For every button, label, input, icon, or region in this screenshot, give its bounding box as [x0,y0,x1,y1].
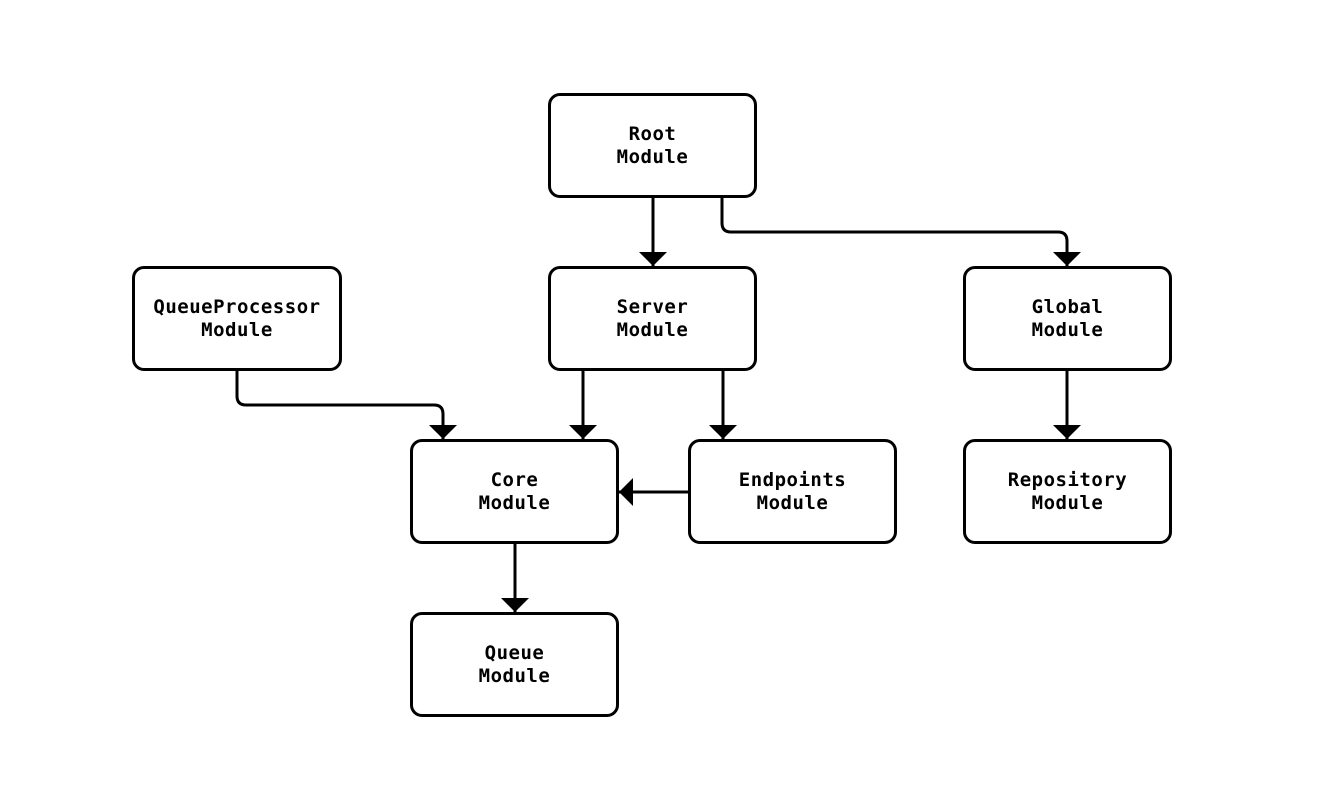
node-global-module: Global Module [963,266,1172,371]
node-label-repository-module: Repository Module [1007,468,1128,514]
node-label-core-module: Core Module [478,468,551,514]
node-core-module: Core Module [410,439,619,544]
node-server-module: Server Module [548,266,757,371]
node-root-module: Root Module [548,93,757,198]
node-label-queue-processor-module: QueueProcessor Module [153,295,321,341]
node-label-global-module: Global Module [1031,295,1104,341]
edge-queue-processor-module-to-core-module [235,371,457,439]
node-queue-module: Queue Module [410,612,619,717]
node-label-root-module: Root Module [616,122,689,168]
node-repository-module: Repository Module [963,439,1172,544]
node-queue-processor-module: QueueProcessor Module [132,266,342,371]
node-label-endpoints-module: Endpoints Module [738,468,847,514]
node-label-server-module: Server Module [616,295,689,341]
node-endpoints-module: Endpoints Module [688,439,897,544]
edge-root-module-to-global-module [720,198,1081,266]
node-label-queue-module: Queue Module [478,641,551,687]
